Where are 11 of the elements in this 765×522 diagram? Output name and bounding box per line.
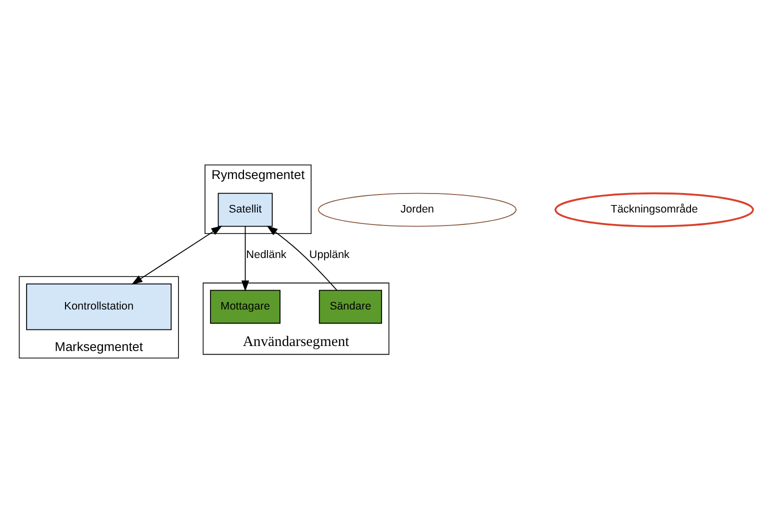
edge-label: Nedlänk [246,248,286,260]
node-box: Satellit [218,192,273,226]
node-ellipse: Täckningsområde [554,192,754,227]
arrow [266,225,338,290]
arrow [132,225,222,284]
node-ellipse: Jorden [318,192,517,226]
arrow [241,225,250,292]
node-box: Sändare [318,289,382,324]
node-box: Mottagare [210,289,280,324]
edge-label: Upplänk [309,248,350,260]
node-box: Kontrollstation [26,282,172,330]
